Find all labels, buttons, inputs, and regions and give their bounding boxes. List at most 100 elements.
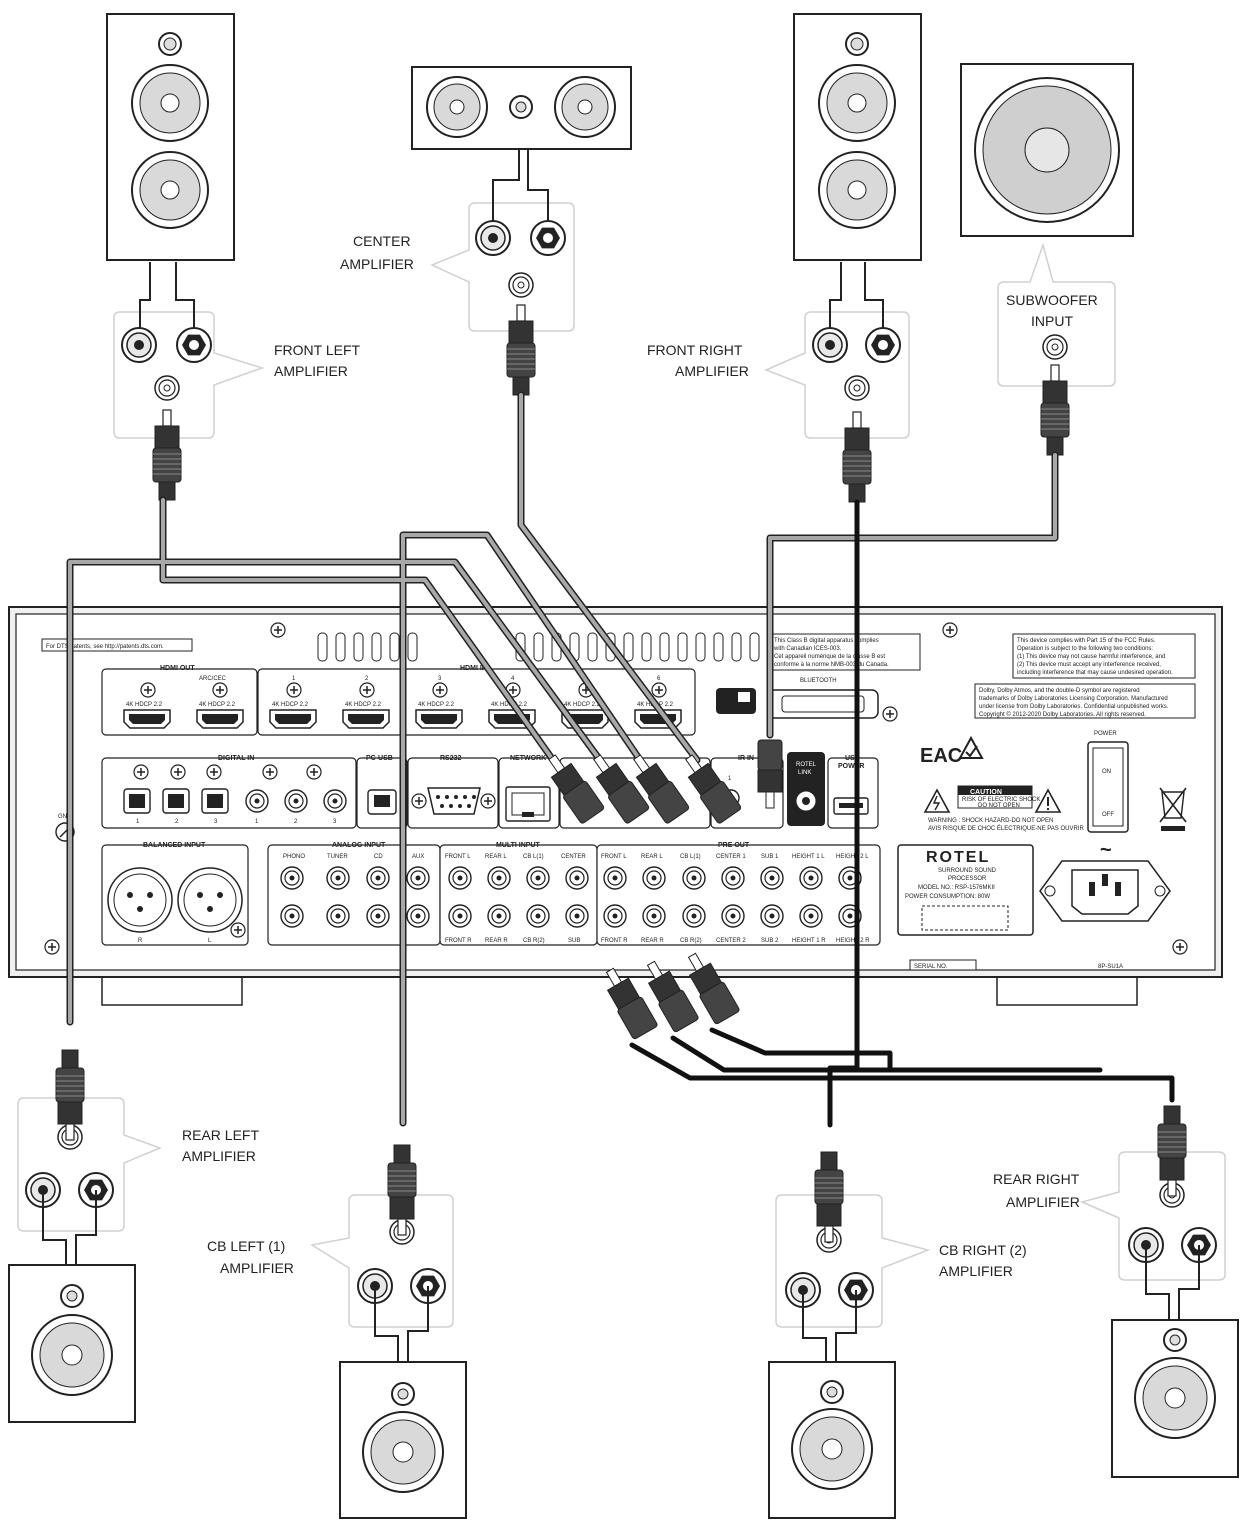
hdmi-in-5-hdcp: 4K HDCP 2.2 (564, 702, 601, 708)
rear-left-callout-line-1: REAR LEFT (182, 1127, 259, 1143)
hdmi-in-2-hdcp: 4K HDCP 2.2 (345, 702, 382, 708)
ac-symbol: ~ (1100, 839, 1112, 861)
receiver-rear-panel: For DTS patents, see http://patents.dts.… (8, 606, 1223, 1006)
fcc-class-b-line-4: conforme à la norme NMB-003 du Canada. (774, 662, 889, 668)
center-callout-line-2: AMPLIFIER (340, 256, 414, 272)
network-label: NETWORK (510, 755, 546, 762)
hdmi-in-3-number: 3 (438, 676, 442, 682)
hdmi-in-2-number: 2 (365, 676, 369, 682)
preout-top-height-2-l: HEIGHT 2 L (836, 854, 869, 860)
hdmi-out-label: HDMI OUT (160, 665, 195, 672)
preout-bottom-center-2: CENTER 2 (716, 938, 746, 944)
rear-left-callout-line-2: AMPLIFIER (182, 1148, 256, 1164)
multi-top-front-l: FRONT L (445, 854, 471, 860)
hdmi-in-1-number: 1 (292, 676, 296, 682)
fcc-part15-line-5: including interference that may cause un… (1017, 670, 1173, 676)
pc-usb-label: PC-USB (366, 755, 393, 762)
analog-input-label: ANALOG INPUT (332, 842, 386, 849)
subwoofer-callout-line-1: SUBWOOFER (1006, 292, 1098, 308)
front-left-callout-line-1: FRONT LEFT (274, 342, 361, 358)
caution-sub-1: RISK OF ELECTRIC SHOCK (962, 797, 1040, 803)
center-speaker (411, 66, 632, 150)
hdmi-in-label: HDMI IN (460, 665, 487, 672)
rear-left-amplifier (17, 1097, 163, 1265)
caution-sub-2: DO NOT OPEN (978, 803, 1020, 809)
cb-right-speaker (768, 1361, 896, 1519)
ir-in-label: IR IN (738, 755, 754, 762)
patent-note: For DTS patents, see http://patents.dts.… (46, 644, 164, 650)
rear-left-speaker (8, 1264, 136, 1423)
front-right-speaker (793, 13, 922, 261)
rear-right-callout-line-1: REAR RIGHT (993, 1171, 1080, 1187)
model-line-2: PROCESSOR (948, 876, 987, 882)
digital-optical-3-number: 3 (214, 819, 218, 825)
preout-bottom-rear-r: REAR R (641, 938, 664, 944)
front-left-speaker (106, 13, 235, 261)
cb-left-callout-line-1: CB LEFT (1) (207, 1238, 285, 1254)
fcc-class-b-line-3: Cet appareil numérique de la classe B es… (774, 654, 885, 660)
digital-coax-3-number: 3 (333, 819, 337, 825)
subwoofer-callout-line-2: INPUT (1031, 313, 1073, 329)
preout-bottom-sub-2: SUB 2 (761, 938, 779, 944)
bluetooth-label: BLUETOOTH (800, 678, 837, 684)
hdmi-in-4-number: 4 (511, 676, 515, 682)
center-amplifier (430, 149, 575, 396)
rear-right-speaker (1111, 1319, 1239, 1478)
multi-bottom-cb-r: CB R(2) (523, 938, 545, 944)
ground-label: GND (58, 814, 72, 820)
fcc-part15-line-4: (2) This device must accept any interfer… (1017, 662, 1161, 668)
balanced-r-label: R (138, 938, 143, 944)
multi-input-label: MULTI INPUT (496, 842, 541, 849)
hdmi-in-1-hdcp: 4K HDCP 2.2 (272, 702, 309, 708)
analog-col-phono: PHONO (283, 854, 305, 860)
arc-cec-label: ARC/CEC (199, 676, 227, 682)
digital-in-label: DIGITAL IN (218, 755, 254, 762)
balanced-l-label: L (208, 938, 212, 944)
front-right-callout-line-2: AMPLIFIER (675, 363, 749, 379)
weee-icon (1159, 787, 1187, 831)
hdmi-in-3-hdcp: 4K HDCP 2.2 (418, 702, 455, 708)
rear-right-callout-line-2: AMPLIFIER (1006, 1194, 1080, 1210)
usb-power-label-1: USB (845, 755, 860, 762)
multi-top-cb-l: CB L(1) (523, 854, 544, 860)
vent-slots (317, 632, 760, 662)
multi-top-rear-l: REAR L (485, 854, 507, 860)
analog-col-cd: CD (374, 854, 383, 860)
fcc-part15-line-1: This device complies with Part 15 of the… (1017, 638, 1156, 644)
front-left-amplifier (113, 262, 265, 501)
preout-bottom-height-2-r: HEIGHT 2 R (836, 938, 870, 944)
preout-bottom-cb-r: CB R(2) (680, 938, 702, 944)
preout-top-cb-l: CB L(1) (680, 854, 701, 860)
cb-right-callout-line-1: CB RIGHT (2) (939, 1242, 1027, 1258)
multi-bottom-rear-r: REAR R (485, 938, 508, 944)
front-left-callout-line-2: AMPLIFIER (274, 363, 348, 379)
power-off-label: OFF (1102, 812, 1114, 818)
part-code: 8P-SU1A (1098, 964, 1123, 970)
caution-label: CAUTION (970, 789, 1002, 796)
hdmi-out-2-hdcp: 4K HDCP 2.2 (199, 702, 236, 708)
balanced-input-label: BALANCED INPUT (143, 842, 206, 849)
multi-top-center: CENTER (561, 854, 586, 860)
preout-label: PRE OUT (718, 842, 750, 849)
rear-right-amplifier (1079, 1151, 1226, 1320)
callout-labels: CENTER AMPLIFIER FRONT LEFT AMPLIFIER FR… (182, 233, 1098, 1279)
digital-coax-1-number: 1 (255, 819, 259, 825)
fcc-part15-line-2: Operation is subject to the following tw… (1017, 646, 1153, 652)
cb-left-callout-line-2: AMPLIFIER (220, 1260, 294, 1276)
multi-bottom-front-r: FRONT R (445, 938, 472, 944)
front-right-amplifier (764, 262, 910, 503)
fcc-part15-line-3: (1) This device may not cause harmful in… (1017, 654, 1165, 660)
power-label: POWER (1094, 731, 1117, 737)
dolby-line-3: under license from Dolby Laboratories. C… (979, 704, 1169, 710)
ir-in-number: 1 (728, 776, 732, 782)
preout-top-height-1-l: HEIGHT 1 L (792, 854, 825, 860)
warning-label: WARNING : SHOCK HAZARD-DO NOT OPEN (928, 818, 1053, 824)
dolby-line-4: Copyright © 2012-2020 Dolby Laboratories… (979, 711, 1146, 718)
power-on-label: ON (1102, 769, 1111, 775)
interconnect-cables (66, 391, 1175, 1128)
eac-mark: EAC (920, 745, 962, 767)
brand-logo: ROTEL (926, 849, 990, 866)
rs232-label: RS232 (440, 755, 462, 762)
cb-left-amplifier (309, 1194, 454, 1362)
